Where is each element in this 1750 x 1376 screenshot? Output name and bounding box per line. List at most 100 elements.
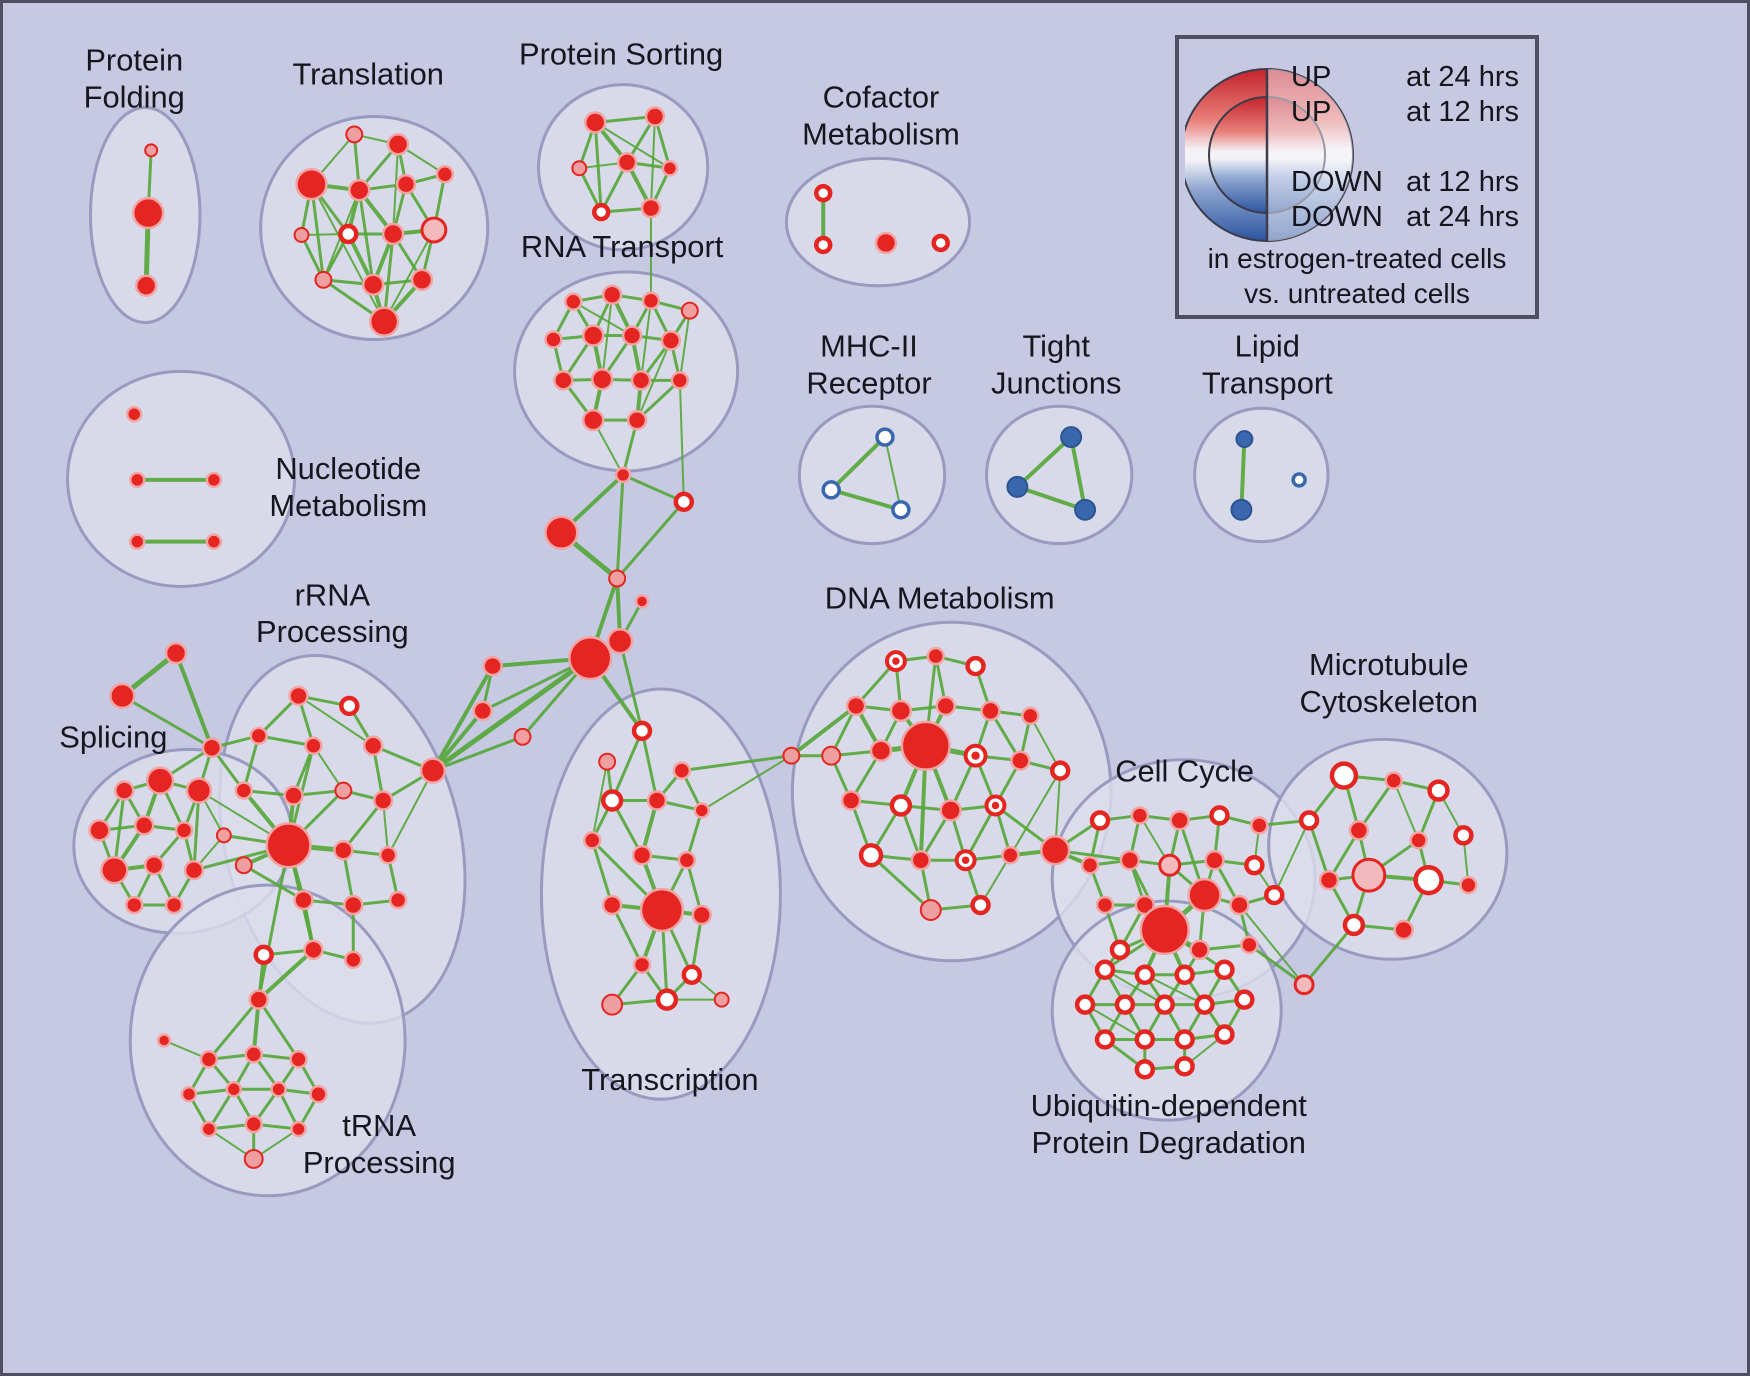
node xyxy=(1001,846,1020,865)
node xyxy=(632,955,652,974)
node xyxy=(641,291,661,310)
node xyxy=(1130,806,1150,825)
node xyxy=(900,720,951,771)
node xyxy=(303,939,324,961)
node xyxy=(1154,994,1175,1015)
node xyxy=(114,780,135,801)
legend-row-up-24: UP at 24 hrs xyxy=(1291,61,1519,94)
edge xyxy=(869,853,933,912)
node xyxy=(889,794,913,817)
legend-caption-line1: in estrogen-treated cells xyxy=(1207,243,1507,274)
translation-label: Translation xyxy=(292,57,444,92)
node xyxy=(935,695,956,717)
node xyxy=(132,196,165,230)
edge xyxy=(341,799,385,852)
node xyxy=(1342,913,1366,937)
node xyxy=(553,370,574,391)
node xyxy=(980,700,1001,722)
node xyxy=(253,944,274,966)
node xyxy=(1194,994,1215,1015)
node xyxy=(410,268,434,291)
legend-row-down-12: DOWN at 12 hrs xyxy=(1291,166,1519,199)
node xyxy=(215,827,232,844)
edge xyxy=(1239,437,1247,512)
edge xyxy=(1307,818,1331,882)
node xyxy=(1250,816,1269,835)
node xyxy=(243,1148,264,1169)
edge xyxy=(256,947,316,1002)
edge xyxy=(700,754,793,812)
edge xyxy=(649,115,656,210)
edge xyxy=(829,435,887,492)
node xyxy=(270,1081,287,1098)
node xyxy=(544,515,579,550)
node xyxy=(283,785,304,806)
rrna-processing-label: Processing xyxy=(256,614,409,649)
node xyxy=(1109,939,1131,961)
node xyxy=(265,822,312,869)
rna-transport-label: RNA Transport xyxy=(521,229,724,264)
edge xyxy=(618,639,644,733)
node xyxy=(814,235,833,255)
node xyxy=(1209,805,1230,826)
node xyxy=(314,270,333,289)
node xyxy=(343,894,364,916)
ubiquitin-dependent-protein-degradation-label: Protein Degradation xyxy=(1031,1125,1305,1160)
edge xyxy=(297,694,375,747)
node xyxy=(1169,810,1190,831)
node xyxy=(1174,964,1195,985)
edge xyxy=(1302,923,1356,987)
node xyxy=(1139,904,1190,956)
node xyxy=(691,904,712,926)
node xyxy=(361,273,385,296)
node xyxy=(646,790,668,811)
node xyxy=(1021,706,1040,726)
node xyxy=(1234,989,1255,1010)
node xyxy=(199,1050,219,1069)
legend-dir-label: DOWN xyxy=(1291,201,1383,233)
node xyxy=(583,831,602,850)
node xyxy=(655,988,679,1011)
node xyxy=(129,471,146,489)
node xyxy=(304,736,323,755)
microtubule-cytoskeleton-label: Microtubule xyxy=(1309,647,1469,682)
node xyxy=(1134,1059,1156,1080)
edge xyxy=(591,760,609,842)
mhc-ii-receptor-label: MHC-II xyxy=(820,328,918,363)
edge xyxy=(621,473,686,504)
node xyxy=(185,777,213,804)
edge xyxy=(601,293,614,381)
node xyxy=(339,695,360,717)
legend-time-label: at 24 hrs xyxy=(1406,201,1519,233)
node xyxy=(1040,835,1071,866)
node xyxy=(205,471,223,489)
cofactor-metabolism-label: Metabolism xyxy=(802,116,960,151)
node xyxy=(1114,994,1136,1015)
node-center-dot xyxy=(892,657,900,665)
node xyxy=(100,856,129,885)
node-center-dot xyxy=(961,856,970,865)
node xyxy=(910,850,932,871)
node xyxy=(1074,498,1097,521)
legend-time-label: at 12 hrs xyxy=(1406,166,1519,198)
transcription-label: Transcription xyxy=(581,1062,758,1097)
edge xyxy=(1392,779,1420,842)
node xyxy=(1060,426,1083,449)
node xyxy=(1298,810,1320,831)
node xyxy=(234,856,253,875)
node xyxy=(420,216,448,244)
node xyxy=(378,846,398,865)
edge xyxy=(636,339,672,422)
legend: UP at 24 hrs UP at 12 hrs DOWN at 12 hrs… xyxy=(1175,35,1539,319)
node xyxy=(205,533,223,550)
edge xyxy=(615,473,625,580)
node xyxy=(639,887,685,933)
node xyxy=(183,859,205,881)
node xyxy=(334,781,353,800)
node xyxy=(288,685,309,707)
node xyxy=(631,720,653,742)
node xyxy=(606,628,634,655)
node xyxy=(1010,750,1031,771)
trna-processing-ellipse xyxy=(128,883,407,1198)
